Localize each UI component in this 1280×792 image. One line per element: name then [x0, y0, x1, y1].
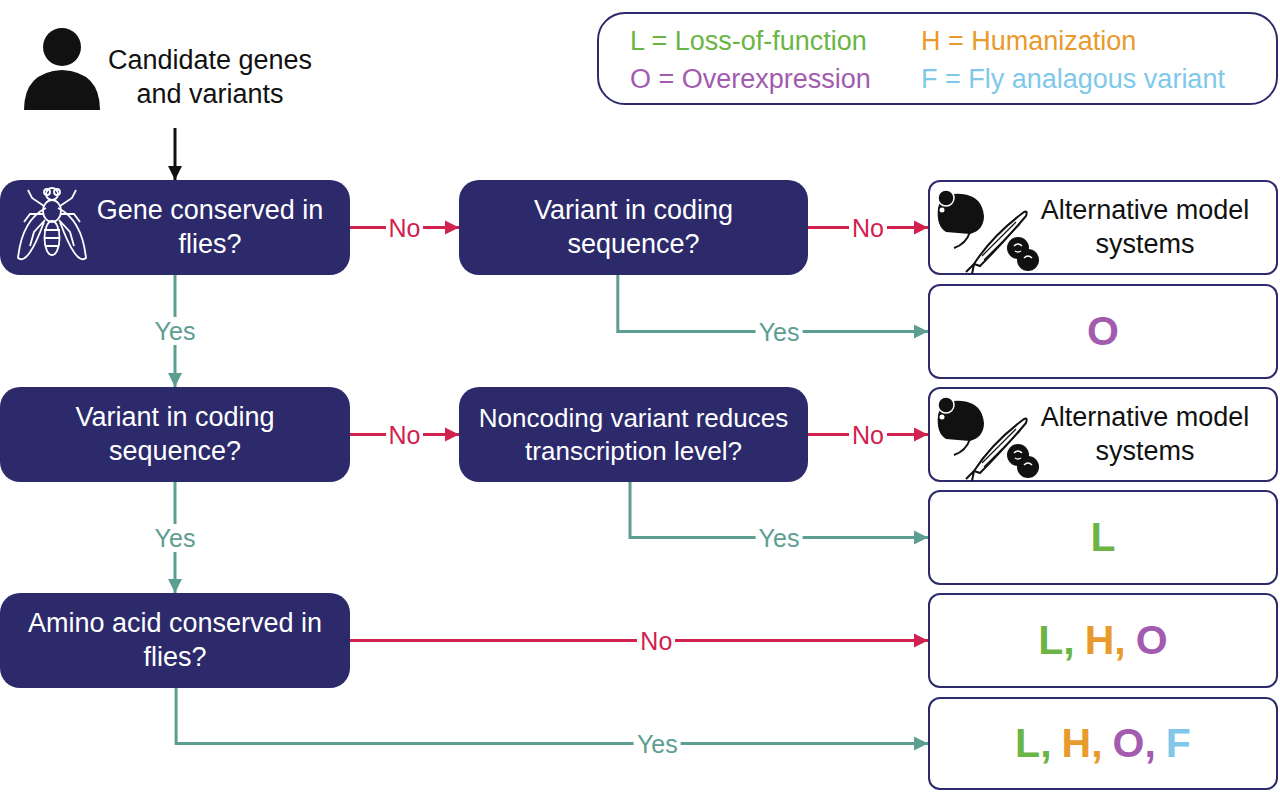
- text-area: Alternative model systems: [1015, 389, 1275, 480]
- decision-box: Gene conserved in flies?: [0, 180, 350, 275]
- node-text: Noncoding variant reduces transcription …: [461, 402, 806, 467]
- outcome-box: L: [928, 490, 1278, 585]
- result-letter: H,: [1085, 617, 1126, 664]
- node-text: Variant in coding sequence?: [6, 401, 344, 469]
- node-text: Candidate genes and variants: [100, 44, 320, 112]
- legend-text: O = Overexpression: [630, 64, 871, 94]
- legend-text: F = Fly analagous variant: [921, 64, 1225, 94]
- text-area: Candidate genes and variants: [100, 28, 320, 128]
- legend-entry: O = Overexpression: [630, 62, 871, 96]
- node-text: Alternative model systems: [1015, 401, 1275, 469]
- edge-label: Yes: [634, 730, 681, 758]
- node-text: Variant in coding sequence?: [465, 194, 802, 262]
- text-area: L: [930, 492, 1276, 583]
- edge-label: No: [386, 214, 424, 242]
- legend-entry: H = Humanization: [921, 24, 1136, 58]
- node-text: Alternative model systems: [1015, 194, 1275, 262]
- text-area: Amino acid conserved in flies?: [6, 593, 344, 688]
- result-letter: L,: [1015, 720, 1051, 767]
- decision-box: Variant in coding sequence?: [0, 387, 350, 482]
- flow-arrow: [176, 688, 928, 744]
- legend-text: L = Loss-of-function: [630, 26, 867, 56]
- edge-label: Yes: [152, 524, 199, 552]
- model-organism-icons: [938, 397, 1039, 481]
- edge-label: No: [386, 421, 424, 449]
- outcome-box: Alternative model systems: [928, 180, 1278, 275]
- decision-box: Amino acid conserved in flies?: [0, 593, 350, 688]
- text-area: Gene conserved in flies?: [70, 180, 350, 275]
- result-letter: O: [1087, 308, 1119, 355]
- decision-box: Noncoding variant reduces transcription …: [459, 387, 808, 482]
- edge-label: Yes: [756, 524, 803, 552]
- text-area: Alternative model systems: [1015, 182, 1275, 273]
- result-letter: F: [1166, 720, 1191, 767]
- legend-entry: F = Fly analagous variant: [921, 62, 1225, 96]
- decision-box: Variant in coding sequence?: [459, 180, 808, 275]
- result-letter: O,: [1113, 720, 1156, 767]
- outcome-box: L,H,O: [928, 593, 1278, 688]
- result-letter: O: [1136, 617, 1168, 664]
- legend-entry: L = Loss-of-function: [630, 24, 867, 58]
- text-area: Variant in coding sequence?: [6, 387, 344, 482]
- text-area: L,H,O,F: [930, 699, 1276, 788]
- edge-label: Yes: [152, 317, 199, 345]
- text-area: Variant in coding sequence?: [465, 180, 802, 275]
- edge-label: Yes: [756, 318, 803, 346]
- result-letter: H,: [1062, 720, 1103, 767]
- person-icon: [24, 28, 100, 110]
- text-area: O: [930, 286, 1276, 377]
- node-text: Gene conserved in flies?: [70, 194, 350, 262]
- text-area: Noncoding variant reduces transcription …: [461, 387, 806, 482]
- outcome-box: L,H,O,F: [928, 697, 1278, 790]
- legend-box: L = Loss-of-function H = Humanization O = …: [597, 12, 1278, 105]
- flow-arrow: [174, 128, 177, 180]
- fly-icon: [18, 188, 86, 259]
- legend-text: H = Humanization: [921, 26, 1136, 56]
- edge-label: No: [849, 421, 887, 449]
- result-letter: L,: [1038, 617, 1074, 664]
- start-node: Candidate genes and variants: [20, 28, 330, 128]
- result-letter: L: [1090, 514, 1115, 561]
- model-organism-icons: [938, 190, 1039, 274]
- outcome-box: Alternative model systems: [928, 387, 1278, 482]
- outcome-box: O: [928, 284, 1278, 379]
- node-text: Amino acid conserved in flies?: [6, 607, 344, 675]
- text-area: L,H,O: [930, 595, 1276, 686]
- edge-label: No: [637, 627, 675, 655]
- edge-label: No: [849, 214, 887, 242]
